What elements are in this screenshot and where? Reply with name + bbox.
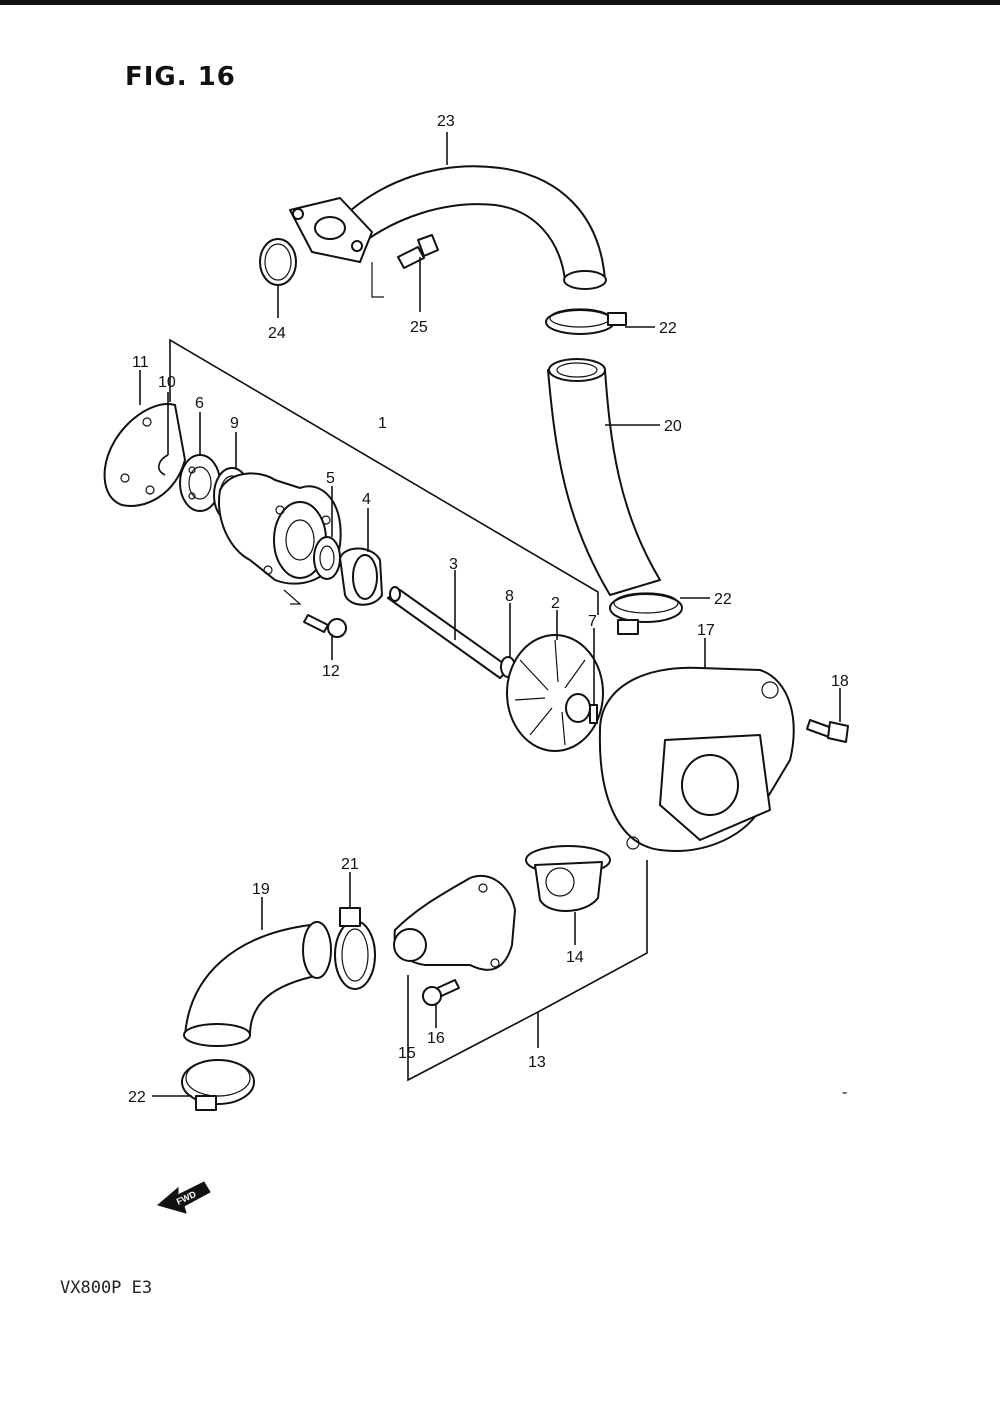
part-17-pump-cover (598, 666, 795, 852)
callout-1: 1 (378, 415, 387, 432)
callout-14: 14 (566, 949, 584, 966)
callout-3: 3 (449, 556, 458, 573)
callout-11: 11 (132, 354, 149, 371)
part-22-hose-clamp-lower (181, 1059, 255, 1111)
part-19-elbow-hose (183, 921, 332, 1047)
part-22-hose-clamp-mid (609, 592, 683, 635)
callout-17: 17 (697, 622, 715, 639)
part-7-pin (589, 704, 598, 724)
part-5-seal-ring (313, 536, 341, 580)
fwd-arrow-icon: FWD (156, 1181, 211, 1214)
callout-22-upper: 22 (659, 320, 677, 337)
callout-22-lower: 22 (128, 1089, 146, 1106)
callout-23: 23 (437, 113, 455, 130)
pump-body (218, 472, 342, 585)
part-15-thermostat-cover (393, 874, 516, 971)
part-14-thermostat (525, 845, 611, 912)
callout-labels: 23 24 25 22 11 10 6 9 1 5 4 3 8 2 7 22 2… (128, 113, 849, 1106)
part-12-screw (283, 589, 347, 638)
callout-19: 19 (252, 881, 270, 898)
callout-13: 13 (528, 1054, 546, 1071)
part-21-hose-clamp (334, 907, 376, 990)
part-3-shaft (387, 586, 511, 679)
callout-12: 12 (322, 663, 340, 680)
callout-5: 5 (326, 470, 335, 487)
callout-10: 10 (158, 374, 176, 391)
callout-8: 8 (505, 588, 514, 605)
part-25-bolt (371, 234, 439, 298)
callout-21: 21 (341, 856, 359, 873)
callout-24: 24 (268, 325, 286, 342)
callout-9: 9 (230, 415, 239, 432)
callout-7: 7 (588, 613, 597, 630)
callout-6: 6 (195, 395, 204, 412)
part-2-impeller (506, 634, 604, 752)
stray-mark: - (842, 1084, 847, 1101)
callout-20: 20 (664, 418, 682, 435)
model-code: VX800P E3 (60, 1278, 153, 1298)
callout-22-mid: 22 (714, 591, 732, 608)
part-11-gasket (103, 403, 186, 507)
callout-25: 25 (410, 319, 428, 336)
callout-16: 16 (427, 1030, 445, 1047)
part-24-o-ring (259, 238, 297, 286)
callout-18: 18 (831, 673, 849, 690)
figure-title: FIG. 16 (125, 62, 236, 92)
part-20-hose (547, 358, 661, 596)
part-22-hose-clamp-upper (545, 308, 627, 335)
part-18-bolt (806, 719, 849, 743)
leader-lines (139, 132, 841, 1097)
top-border (0, 0, 1000, 5)
part-10-circlip (158, 454, 169, 476)
callout-4: 4 (362, 491, 371, 508)
part-16-screw (422, 979, 460, 1006)
part-23-outlet-pipe (289, 165, 607, 290)
callout-2: 2 (551, 595, 560, 612)
callout-15: 15 (398, 1045, 416, 1062)
part-4-mechanical-seal (339, 547, 383, 606)
